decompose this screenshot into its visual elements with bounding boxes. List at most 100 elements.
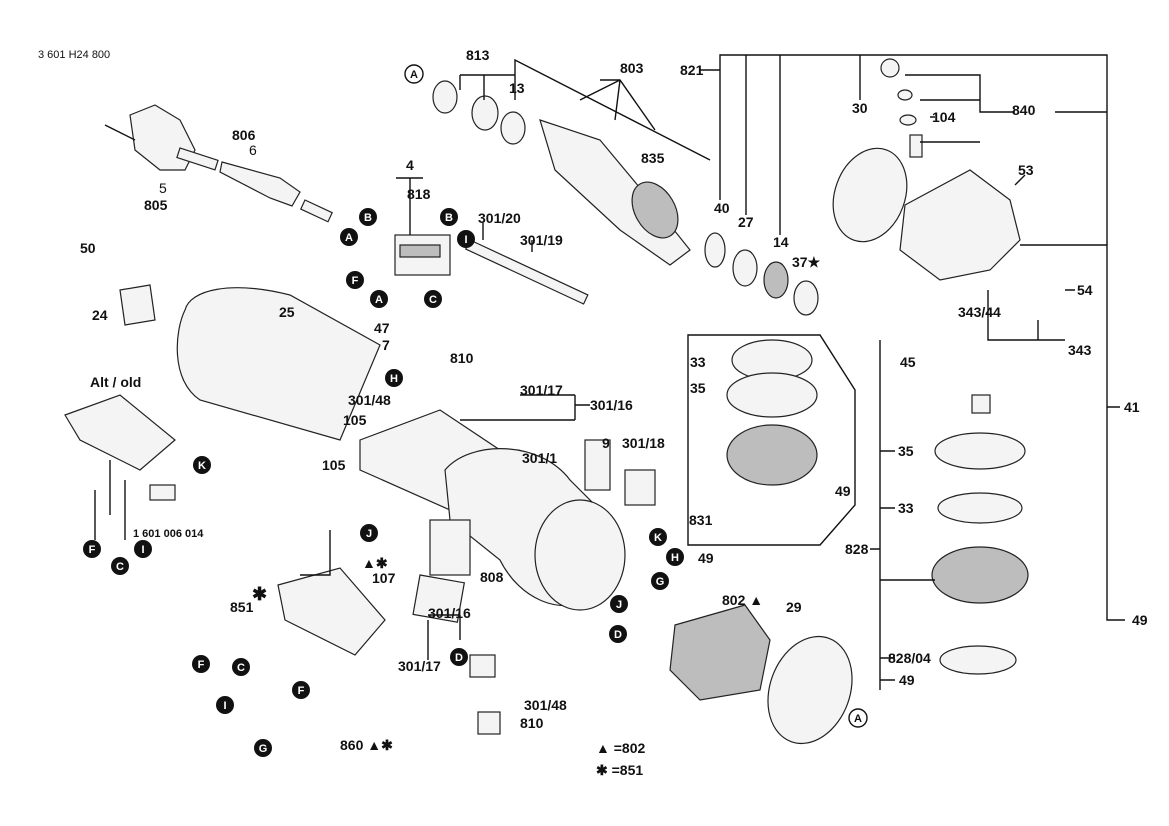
part-label: 810 <box>450 350 474 366</box>
part-label: 301/20 <box>478 210 521 226</box>
svg-text:C: C <box>237 662 245 674</box>
part-label: 301/16 <box>590 397 633 413</box>
svg-text:A: A <box>345 232 353 244</box>
part-label: 808 <box>480 569 504 585</box>
svg-text:C: C <box>429 294 437 306</box>
svg-text:F: F <box>89 544 96 556</box>
part-label: 835 <box>641 150 665 166</box>
part-label: 810 <box>520 715 544 731</box>
leader-lines <box>94 54 1125 690</box>
bevel-gear <box>931 546 1029 604</box>
part-label: 33 <box>898 500 914 516</box>
part-label: 813 <box>466 47 490 63</box>
connector-marker: B <box>359 208 377 226</box>
connector-marker: G <box>254 739 272 757</box>
svg-text:D: D <box>455 652 463 664</box>
motor-housing <box>176 287 381 441</box>
part-label: 29 <box>786 599 802 615</box>
svg-text:I: I <box>141 544 144 556</box>
connector-marker: F <box>192 655 210 673</box>
part-label: 13 <box>509 80 525 96</box>
connector-marker: I <box>216 696 234 714</box>
part-label: 301/19 <box>520 232 563 248</box>
connector-marker: F <box>346 271 364 289</box>
svg-text:K: K <box>198 460 206 472</box>
air-guide-ring <box>767 635 853 745</box>
part-label: 818 <box>407 186 431 202</box>
svg-text:K: K <box>654 532 662 544</box>
part-label: ▲✱ <box>362 555 388 571</box>
connector-marker: F <box>292 681 310 699</box>
svg-text:J: J <box>366 528 372 540</box>
part-label: 35 <box>690 380 706 396</box>
connector-marker: D <box>609 625 627 643</box>
svg-text:B: B <box>445 212 453 224</box>
variant-label: Alt / old <box>90 374 141 390</box>
svg-text:F: F <box>198 659 205 671</box>
part-label: 301/48 <box>524 697 567 713</box>
part-label: 49 <box>899 672 915 688</box>
part-label: 6 <box>249 142 257 158</box>
connector-marker: C <box>111 557 129 575</box>
connector-marker: G <box>651 572 669 590</box>
part-label: 828/04 <box>888 650 931 666</box>
part-label: 45 <box>900 354 916 370</box>
part-label: 27 <box>738 214 754 230</box>
part-label: 301/17 <box>520 382 563 398</box>
part-label: 343 <box>1068 342 1092 358</box>
connector-markers: A B A B I F A C H K F C I J F C I F G D … <box>83 64 868 757</box>
connector-marker: C <box>424 290 442 308</box>
part-label: 104 <box>932 109 956 125</box>
part-label: 343/44 <box>958 304 1001 320</box>
svg-text:I: I <box>223 700 226 712</box>
svg-text:F: F <box>298 685 305 697</box>
part-label: 33 <box>690 354 706 370</box>
legend-triangle: ▲ =802 <box>596 740 645 756</box>
connector-marker: I <box>134 540 152 558</box>
connector-marker: K <box>649 528 667 546</box>
part-label: 5 <box>159 180 167 196</box>
part-label: 107 <box>372 570 396 586</box>
connector-marker: A <box>340 228 358 246</box>
part-label: 805 <box>144 197 168 213</box>
part-labels: 3 601 H24 800 813 13 803 835 821 30 104 … <box>38 47 1148 778</box>
part-label: 7 <box>382 337 390 353</box>
field-coil <box>669 604 771 701</box>
part-label: 47 <box>374 320 390 336</box>
part-label: 41 <box>1124 399 1140 415</box>
svg-text:C: C <box>116 561 124 573</box>
part-label: 860 ▲✱ <box>340 737 393 753</box>
connector-marker: D <box>450 648 468 666</box>
part-label: 831 <box>689 512 713 528</box>
part-number: 1 601 006 014 <box>133 528 204 540</box>
part-label: 14 <box>773 234 789 250</box>
part-label: 301/18 <box>622 435 665 451</box>
part-label: 40 <box>714 200 730 216</box>
bearing-flange-group <box>687 334 856 546</box>
part-label: 301/48 <box>348 392 391 408</box>
protective-guard <box>832 147 908 243</box>
drawing-number: 3 601 H24 800 <box>38 49 110 61</box>
svg-text:A: A <box>375 294 383 306</box>
part-label: 851 <box>230 599 254 615</box>
svg-text:H: H <box>671 552 679 564</box>
part-label: 301/16 <box>428 605 471 621</box>
part-label: 9 <box>602 435 610 451</box>
connector-marker: A <box>848 708 868 728</box>
part-label: 840 <box>1012 102 1036 118</box>
switch-old <box>64 394 176 471</box>
connector-marker: I <box>457 230 475 248</box>
part-label: 821 <box>680 62 704 78</box>
part-label: 4 <box>406 157 414 173</box>
svg-text:J: J <box>616 599 622 611</box>
connector-marker: A <box>370 290 388 308</box>
parts <box>64 58 1029 745</box>
part-label: 50 <box>80 240 96 256</box>
svg-text:D: D <box>614 629 622 641</box>
svg-text:G: G <box>259 743 268 755</box>
svg-text:I: I <box>464 234 467 246</box>
part-label: 803 <box>620 60 644 76</box>
part-label: 105 <box>322 457 346 473</box>
